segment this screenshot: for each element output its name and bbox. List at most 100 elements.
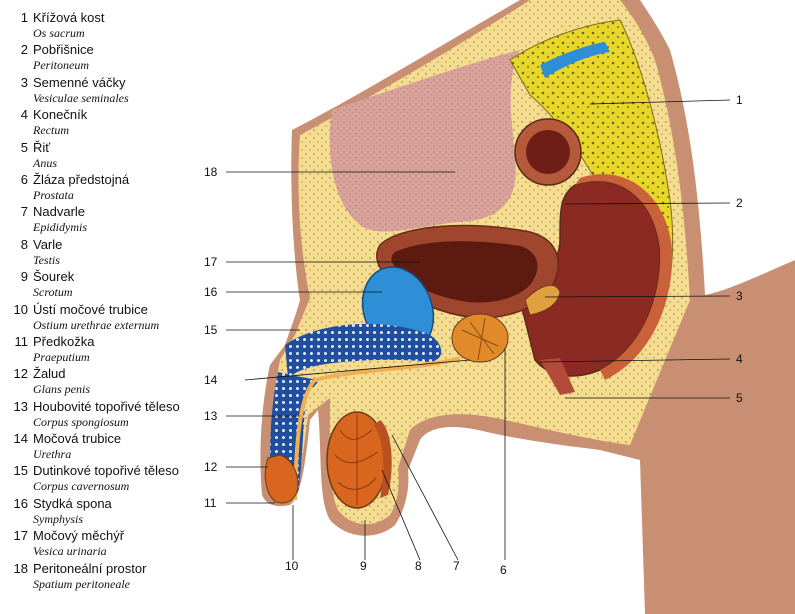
legend-number: 6	[20, 171, 28, 187]
glans-penis	[264, 454, 299, 504]
rectum	[519, 180, 661, 377]
legend-czech-name: Ústí močové trubice	[33, 301, 148, 317]
legend-czech-name: Nadvarle	[33, 204, 86, 220]
leader-line-8	[381, 469, 421, 561]
corpus-cavernosum-texture	[285, 323, 442, 378]
legend-latin-name: Testis	[33, 252, 60, 267]
legend-latin-name: Corpus spongiosum	[33, 414, 129, 429]
legend-latin-name: Glans penis	[33, 382, 90, 397]
callout-2: 2	[736, 196, 743, 210]
legend-latin-name: Vesica urinaria	[33, 544, 107, 559]
peritoneal-dots	[329, 50, 520, 232]
leader-lines	[226, 99, 731, 561]
callout-8: 8	[415, 559, 422, 573]
callout-5: 5	[736, 391, 743, 405]
prostate-lines	[461, 317, 499, 361]
legend-number: 18	[13, 560, 28, 576]
legend-latin-name: Prostata	[33, 187, 74, 202]
anal-canal	[540, 358, 575, 395]
legend-number: 7	[20, 204, 28, 220]
leader-line-1	[589, 99, 731, 105]
legend-number: 12	[13, 366, 28, 382]
leader-line-14	[244, 359, 471, 381]
legend-czech-name: Varle	[33, 236, 63, 252]
callout-12: 12	[204, 460, 218, 474]
legend-czech-name: Šourek	[33, 269, 75, 285]
legend-czech-name: Močová trubice	[33, 431, 122, 447]
legend-number: 14	[13, 431, 28, 447]
callout-18: 18	[204, 165, 218, 179]
legend-latin-name: Symphysis	[33, 511, 83, 526]
legend-number: 10	[13, 301, 28, 317]
callout-15: 15	[204, 323, 218, 337]
callout-17: 17	[204, 255, 218, 269]
legend-czech-name: Houbovité topořivé těleso	[33, 398, 180, 414]
legend-czech-name: Žláza předstojná	[33, 171, 130, 187]
leader-line-3	[544, 295, 731, 298]
legend-czech-name: Semenné váčky	[33, 74, 126, 90]
legend-czech-name: Žalud	[33, 366, 66, 382]
urethra	[293, 356, 461, 501]
legend-czech-name: Konečník	[33, 107, 88, 123]
legend-number: 11	[14, 333, 29, 349]
legend-latin-name: Urethra	[33, 447, 72, 462]
callout-11: 11	[204, 496, 217, 510]
legend-latin-name: Spatium peritoneale	[33, 576, 130, 591]
bladder-lumen	[391, 241, 538, 303]
legend-latin-name: Os sacrum	[33, 26, 85, 40]
legend-number: 2	[20, 42, 28, 58]
legend-latin-name: Vesiculae seminales	[33, 90, 129, 105]
legend-latin-name: Ostium urethrae externum	[33, 317, 160, 332]
sacral-canal	[540, 42, 610, 78]
callout-1: 1	[736, 93, 743, 107]
legend-czech-name: Křížová kost	[33, 10, 105, 25]
legend-czech-name: Stydká spona	[33, 495, 112, 511]
legend-number: 5	[20, 139, 28, 155]
legend-czech-name: Peritoneální prostor	[33, 560, 147, 576]
legend-czech-name: Močový měchýř	[33, 528, 125, 544]
leader-line-7	[391, 434, 459, 561]
testis-lobules	[334, 414, 379, 505]
legend-number: 1	[20, 10, 28, 25]
legend-latin-name: Anus	[33, 155, 57, 170]
rectum-wall	[575, 174, 673, 380]
callout-13: 13	[204, 409, 218, 423]
callout-6: 6	[500, 563, 507, 577]
sigmoid-lumen	[526, 130, 570, 174]
legend-number: 4	[20, 107, 28, 123]
callout-7: 7	[453, 559, 460, 573]
legend-number: 16	[13, 495, 28, 511]
legend-czech-name: Dutinkové topořivé těleso	[33, 463, 179, 479]
callout-4: 4	[736, 352, 743, 366]
legend-latin-name: Epididymis	[33, 220, 87, 235]
seminal-vesicle	[524, 284, 561, 316]
legend-number: 15	[13, 463, 28, 479]
legend-latin-name: Rectum	[33, 123, 69, 138]
leader-line-2	[564, 202, 731, 205]
legend-latin-name: Scrotum	[33, 285, 73, 300]
legend-number: 9	[20, 269, 28, 285]
callout-10: 10	[285, 559, 299, 573]
legend-czech-name: Předkožka	[33, 333, 95, 349]
legend-number: 8	[20, 236, 28, 252]
legend-number: 3	[20, 74, 28, 90]
